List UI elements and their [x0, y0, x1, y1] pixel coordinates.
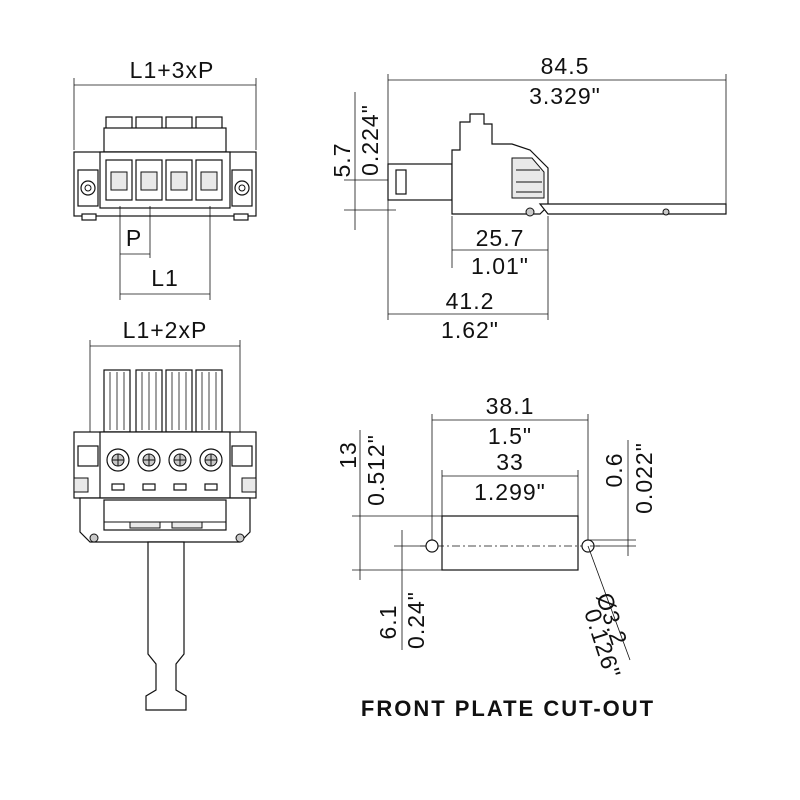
cutout-inner-in: 1.299": [474, 479, 546, 505]
cutout-height-mm: 13: [335, 441, 361, 469]
side-mid-in: 1.01": [471, 253, 529, 279]
cutout-height-in: 0.512": [363, 434, 389, 506]
side-overall-in: 3.329": [529, 83, 601, 109]
front-top-dim-label: L1+3xP: [130, 57, 215, 83]
top-view: L1+2xP: [73, 317, 257, 711]
side-height-in: 0.224": [357, 104, 383, 176]
cutout-caption: FRONT PLATE CUT-OUT: [361, 696, 655, 721]
front-plate-cutout: 38.1 1.5" 33 1.299" 13 0.512" 0.6 0.022"…: [335, 393, 657, 721]
cutout-outer-in: 1.5": [488, 423, 532, 449]
pitch-dim-label: P: [126, 225, 142, 251]
cutout-inner-mm: 33: [496, 449, 524, 475]
side-mid-mm: 25.7: [476, 225, 525, 251]
cutout-outer-mm: 38.1: [486, 393, 535, 419]
front-l1-dim-label: L1: [151, 265, 179, 291]
cutout-offset-mm: 0.6: [601, 453, 627, 488]
cutout-lower-mm: 6.1: [375, 605, 401, 640]
cutout-offset-in: 0.022": [631, 442, 657, 514]
front-view: L1+3xP P: [73, 57, 257, 300]
top-view-dim-label: L1+2xP: [123, 317, 208, 343]
side-view: 84.5 3.329" 5.7 0.224" 25.7 1.01" 41.2 1…: [329, 53, 727, 343]
cutout-lower-in: 0.24": [403, 591, 429, 649]
side-body-in: 1.62": [441, 317, 499, 343]
side-overall-mm: 84.5: [541, 53, 590, 79]
side-height-mm: 5.7: [329, 143, 355, 178]
side-body-mm: 41.2: [446, 288, 495, 314]
